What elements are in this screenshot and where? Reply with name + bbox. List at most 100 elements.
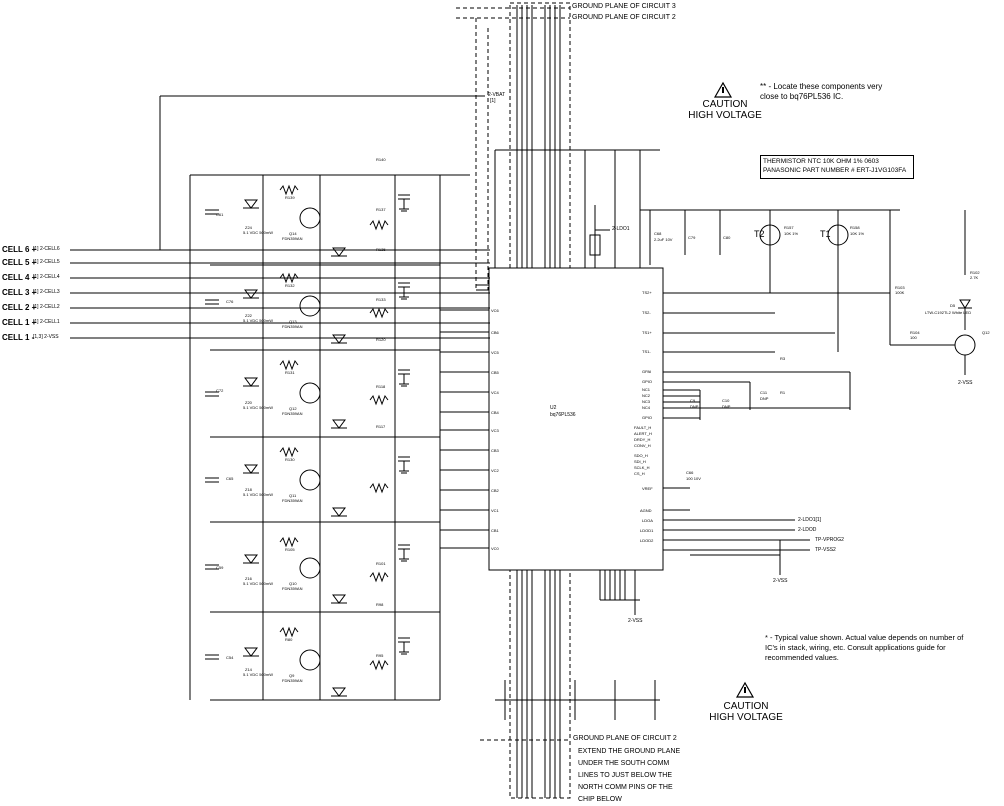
cell-2-label: CELL 2 + (2, 303, 37, 312)
c9-label: C9 (690, 398, 696, 403)
fet-part-4: FDN359AN (282, 498, 303, 503)
vss2-net: TP-VSS2 (815, 547, 836, 553)
q12-label: Q12 (982, 330, 990, 335)
q14-label: Q14 (289, 231, 297, 236)
vss-net-1: 2-VSS (773, 578, 788, 584)
zener-val-2: 5.1 VDC 500mW (243, 318, 274, 323)
cell-1-minus-label: CELL 1 - (2, 333, 35, 342)
ground-plane-2-top-label: GROUND PLANE OF CIRCUIT 2 (572, 14, 676, 21)
c66-label: C66 (686, 470, 694, 475)
zener-z22: Z22 (245, 313, 252, 318)
pin-vc0: VC0 (491, 546, 499, 551)
pin-alert-h: ALERT_H (634, 431, 652, 436)
res-r140: R140 (376, 157, 386, 162)
r103-label: R103 (895, 285, 905, 290)
caution-bottom: CAUTION HIGH VOLTAGE (706, 701, 786, 723)
cell-6-label: CELL 6 + (2, 245, 37, 254)
r104-val: 100 (910, 335, 917, 340)
pin-nc4: NC4 (642, 405, 651, 410)
res-r101: R101 (376, 561, 386, 566)
caution-bottom-line2: HIGH VOLTAGE (709, 712, 783, 723)
pin-vc6: VC6 (491, 308, 499, 313)
res-r133: R133 (376, 297, 386, 302)
vbat-label: 2-VBAT (488, 92, 506, 98)
pin-ldod2: LDOD2 (640, 538, 654, 543)
res-r131: R131 (285, 370, 295, 375)
q11-label: Q11 (289, 493, 297, 498)
pin-ldoa: LDOA (642, 518, 653, 523)
res-r137: R137 (376, 207, 386, 212)
r104-label: R104 (910, 330, 920, 335)
pin-cb3: CB3 (491, 448, 499, 453)
pin-gpai: GPAI (642, 369, 652, 374)
ldo1-net: 2-LDO1[1] (798, 517, 822, 523)
res-r118: R118 (376, 384, 386, 389)
res-r95: R95 (376, 653, 384, 658)
pin-fault-h: FAULT_H (634, 425, 652, 430)
c80-label: C80 (723, 235, 731, 240)
pin-agnd: AGND (640, 508, 652, 513)
cap-c76: C76 (226, 299, 234, 304)
locate-note: ** - Locate these components very close … (760, 82, 883, 101)
pin-conv-h: CONV_H (634, 443, 651, 448)
thermistor-note: THERMISTOR NTC 10K OHM 1% 0603 PANASONIC… (760, 155, 914, 179)
c68-label: C68 (654, 231, 662, 236)
led-d5-label: D5 (950, 303, 956, 308)
fet-part-1: FDN359AN (282, 236, 303, 241)
zener-z14: Z14 (245, 667, 252, 672)
vbat-ref: [1] (490, 98, 496, 104)
zener-val-4: 5.1 VDC 500mW (243, 492, 274, 497)
c68-val: 2.2uF 10V (654, 237, 673, 242)
cell-4-label: CELL 4 + (2, 273, 37, 282)
caution-top: CAUTION HIGH VOLTAGE (685, 99, 765, 121)
ground-plane-2-bottom-label: GROUND PLANE OF CIRCUIT 2 (573, 735, 677, 742)
pin-cb4: CB4 (491, 410, 499, 415)
typical-value-note: * - Typical value shown. Actual value de… (765, 633, 964, 662)
q10-label: Q10 (289, 581, 297, 586)
extend-ground-plane-note: EXTEND THE GROUND PLANE UNDER THE SOUTH … (578, 748, 681, 803)
fet-part-2: FDN359AN (282, 324, 303, 329)
cell-1-minus-net: [1,3] 2-VSS (33, 334, 59, 340)
caution-bottom-line1: CAUTION (723, 701, 769, 712)
r157-label: R157 (784, 225, 794, 230)
thermistor-note-line1: THERMISTOR NTC 10K OHM 1% 0603 (763, 158, 879, 165)
zener-val-3: 5.1 VDC 500mW (243, 405, 274, 410)
zener-val-1: 5.1 VDC 500mW (243, 230, 274, 235)
pin-cb2: CB2 (491, 488, 499, 493)
pin-vc4: VC4 (491, 390, 499, 395)
ldo-top-net: 2-LDO1 (612, 226, 630, 232)
cell-1-plus-net: [1] 2-CELL1 (33, 319, 60, 325)
pin-gpio-b: GPIO (642, 415, 653, 420)
cell-5-net: [1] 2-CELL5 (33, 259, 60, 265)
pin-cb5: CB5 (491, 370, 499, 375)
r157-val: 10K 1% (784, 231, 799, 236)
cap-c72: C72 (216, 388, 224, 393)
fet-part-6: FDN359AN (282, 678, 303, 683)
r3-label: R3 (780, 356, 786, 361)
pin-sdo-h: SDO_H (634, 453, 648, 458)
c9-dnp: DNP (690, 404, 699, 409)
caution-top-line2: HIGH VOLTAGE (688, 110, 762, 121)
pin-vc1: VC1 (491, 508, 499, 513)
q12-fet-label: Q12 (289, 406, 297, 411)
c66-val: 100 10V (686, 476, 701, 481)
r1-label: R1 (780, 390, 786, 395)
pin-vref: VREF (642, 486, 653, 491)
pin-ldod1: LDOD1 (640, 528, 654, 533)
pin-nc1: NC1 (642, 387, 651, 392)
pin-ts1m: TS1- (642, 349, 651, 354)
caution-top-line1: CAUTION (702, 99, 748, 110)
ldod-net: 2-LDOD (798, 527, 817, 533)
vprog-net: TP-VPROG2 (815, 537, 844, 543)
zener-z24: Z24 (245, 225, 252, 230)
cap-c54: C54 (226, 655, 234, 660)
pin-ts2p: TS2+ (642, 290, 652, 295)
cap-c65: C65 (226, 476, 234, 481)
res-r120: R120 (376, 337, 386, 342)
cell-2-net: [1] 2-CELL2 (33, 304, 60, 310)
zener-z16: Z16 (245, 576, 252, 581)
r102-label: R102 (970, 270, 980, 275)
pin-ts2m: TS2- (642, 310, 651, 315)
res-r132: R132 (285, 283, 295, 288)
